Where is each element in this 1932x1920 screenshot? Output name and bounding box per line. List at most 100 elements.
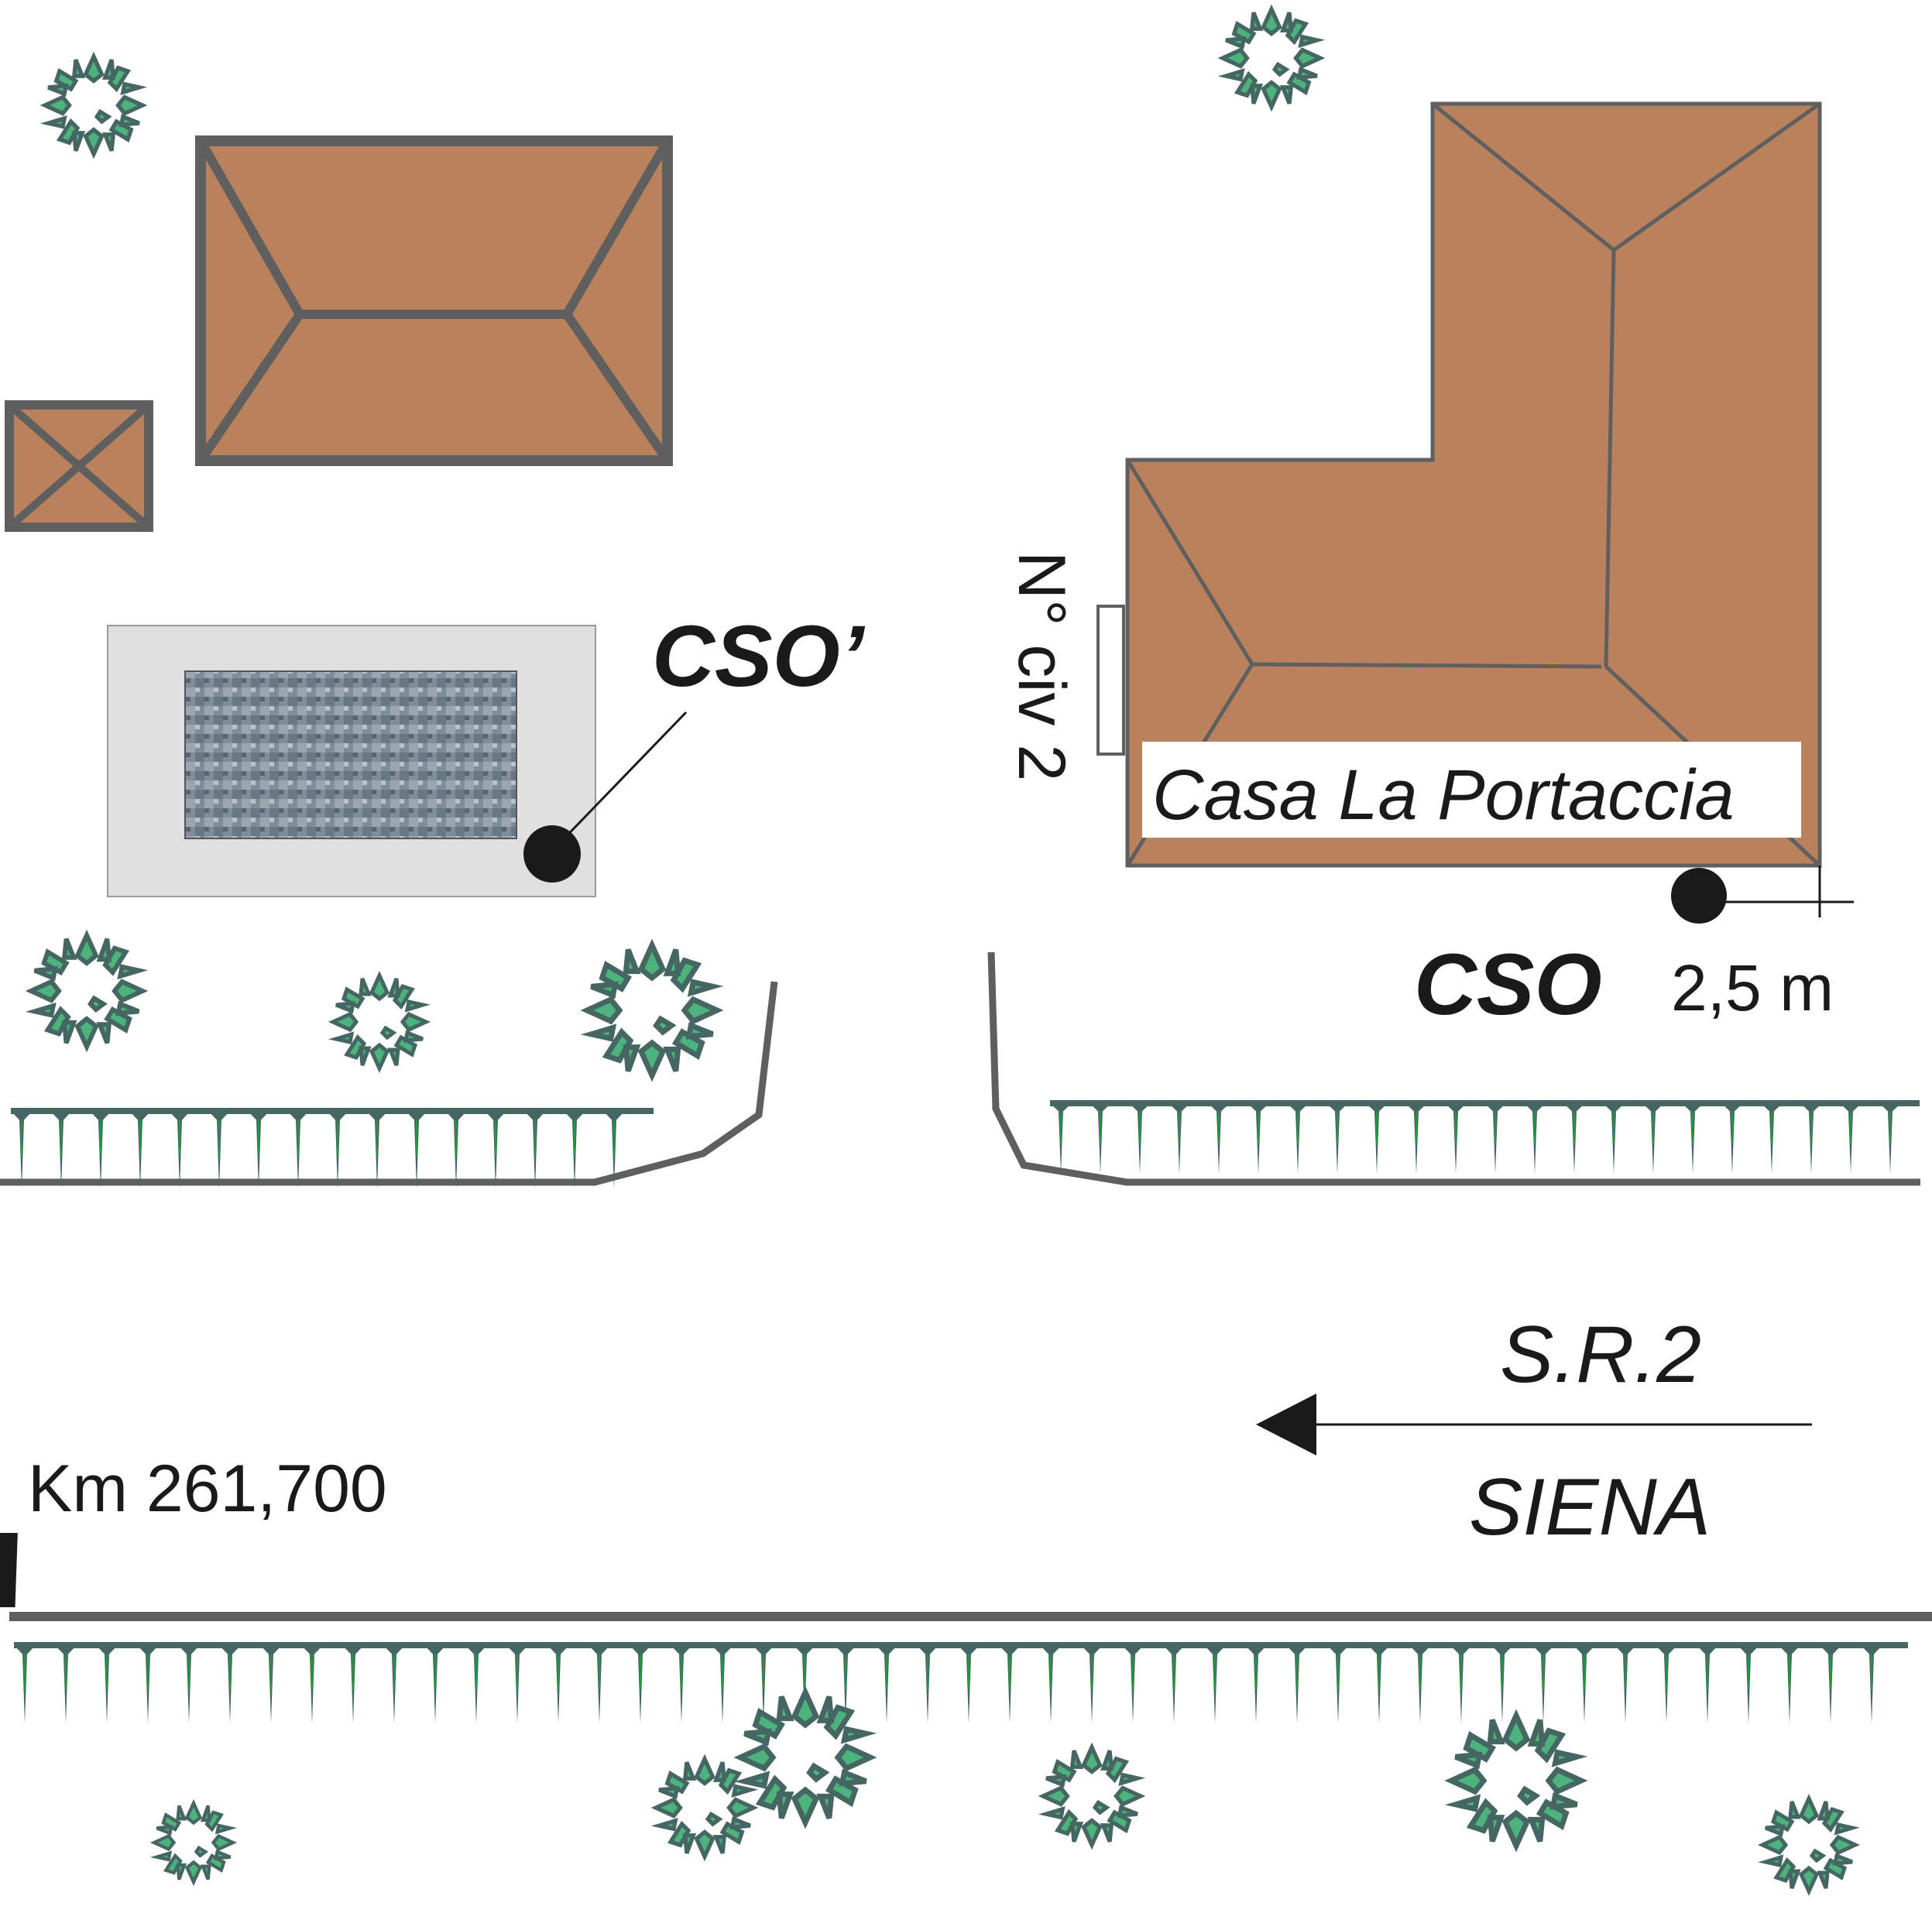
hedge-spike xyxy=(1038,1644,1063,1725)
hedge-spike xyxy=(1206,1102,1231,1175)
hedge-spike xyxy=(546,1644,571,1725)
hedge-spike xyxy=(1613,1644,1638,1725)
tree-icon xyxy=(154,1803,233,1882)
civic-number-label: N° civ 2 xyxy=(1004,551,1079,781)
large-building xyxy=(195,135,673,466)
hedge-spike xyxy=(286,1109,311,1191)
hedge-spike xyxy=(1162,1644,1186,1725)
arrow-left-icon xyxy=(1256,1394,1316,1455)
hedge-spike xyxy=(325,1109,350,1191)
hedge-spike xyxy=(177,1644,201,1725)
hedge-spike xyxy=(1244,1644,1268,1725)
point-marker-icon xyxy=(1671,868,1727,924)
tree-icon xyxy=(1762,1798,1855,1891)
hedge-spike xyxy=(444,1109,468,1191)
hedge-spike xyxy=(1120,1644,1145,1725)
hedge-spike xyxy=(1878,1102,1903,1175)
hedge-spike xyxy=(1079,1644,1104,1725)
hedge-spike xyxy=(218,1644,242,1725)
hedge-spike xyxy=(1695,1644,1720,1725)
small-building xyxy=(5,400,153,532)
point-marker-icon xyxy=(523,825,581,883)
hedge-spike xyxy=(246,1109,271,1191)
hedge-spike xyxy=(710,1644,735,1725)
distance-label: 2,5 m xyxy=(1671,951,1834,1024)
hedge-spike xyxy=(1404,1102,1429,1175)
hedge-spike xyxy=(1088,1102,1113,1175)
hedge-spike xyxy=(423,1644,448,1725)
hedge-spike xyxy=(1777,1644,1802,1725)
hedge-spike xyxy=(464,1644,489,1725)
hedge-spike xyxy=(88,1109,113,1191)
hedge-spike xyxy=(1326,1644,1350,1725)
hedge-spike xyxy=(997,1644,1022,1725)
tree-icon xyxy=(45,57,142,154)
hedge-spike xyxy=(1367,1644,1392,1725)
hedge-spike xyxy=(1720,1102,1745,1175)
hedge-spike xyxy=(587,1644,612,1725)
entrance-door xyxy=(1096,605,1125,756)
cso-label: CSO xyxy=(1414,936,1602,1033)
tree-icon xyxy=(1451,1716,1581,1846)
hedge-spike xyxy=(1531,1644,1556,1725)
hedge-spike xyxy=(1285,1644,1309,1725)
hedge-spike xyxy=(300,1644,324,1725)
hedge-spike xyxy=(1443,1102,1468,1175)
cso-prime-label: CSO’ xyxy=(652,608,866,705)
hedge-spike xyxy=(628,1644,653,1725)
hedge-spike xyxy=(1364,1102,1389,1175)
hedge-spike xyxy=(915,1644,940,1725)
hedge-spike xyxy=(259,1644,283,1725)
hedge-spike xyxy=(9,1109,34,1191)
hedge-spike xyxy=(1408,1644,1433,1725)
hedge-spike xyxy=(404,1109,429,1191)
hedge-spike xyxy=(341,1644,365,1725)
hedge-spike xyxy=(1680,1102,1705,1175)
hedge-spike xyxy=(523,1109,547,1191)
hedge-spike xyxy=(53,1644,78,1725)
hedge-spike xyxy=(1838,1102,1863,1175)
hedge-spike xyxy=(1522,1102,1547,1175)
tree-icon xyxy=(333,975,426,1068)
hedge-spike xyxy=(1285,1102,1310,1175)
hedge-spike xyxy=(562,1109,587,1191)
hedge-spike xyxy=(1799,1102,1824,1175)
house-name-label: Casa La Portaccia xyxy=(1152,756,1735,835)
hedge-spike xyxy=(1562,1102,1587,1175)
hedge-spike xyxy=(874,1644,899,1725)
hedge-spike xyxy=(1572,1644,1597,1725)
hedge-spike xyxy=(1246,1102,1271,1175)
hedge-icon xyxy=(1048,1100,1920,1175)
hedge-spike xyxy=(483,1109,508,1191)
hedge-spike xyxy=(1759,1102,1784,1175)
tree-icon xyxy=(740,1692,870,1822)
hedge-spike xyxy=(1203,1644,1227,1725)
hedge-spike xyxy=(1641,1102,1666,1175)
hedge-spike xyxy=(1818,1644,1843,1725)
hedge-spike xyxy=(1654,1644,1679,1725)
tree-icon xyxy=(656,1759,753,1857)
hedge-spike xyxy=(1167,1102,1192,1175)
km-marker-label: Km 261,700 xyxy=(28,1452,387,1526)
swimming-pool xyxy=(107,625,596,897)
hedge-spike xyxy=(1048,1102,1073,1175)
tree-icon xyxy=(1223,9,1320,107)
hedge-spike xyxy=(207,1109,232,1191)
hedge-spike xyxy=(12,1644,37,1725)
km-post-icon xyxy=(0,1533,18,1607)
hedge-spike xyxy=(956,1644,981,1725)
hedge-spike xyxy=(1127,1102,1152,1175)
hedge-spike xyxy=(1490,1644,1515,1725)
hedge-spike xyxy=(136,1644,160,1725)
hedge-spike xyxy=(1449,1644,1474,1725)
hedge-spike xyxy=(1483,1102,1508,1175)
hedge-spike xyxy=(382,1644,407,1725)
hedge-icon xyxy=(9,1108,654,1191)
hedge-spike xyxy=(1736,1644,1761,1725)
tree-icon xyxy=(31,935,142,1047)
hedge-spike xyxy=(365,1109,389,1191)
hedge-spike xyxy=(49,1109,74,1191)
direction-label: SIENA xyxy=(1469,1462,1711,1552)
road-curb xyxy=(0,951,1932,1621)
hedge-icon xyxy=(12,1642,1908,1725)
